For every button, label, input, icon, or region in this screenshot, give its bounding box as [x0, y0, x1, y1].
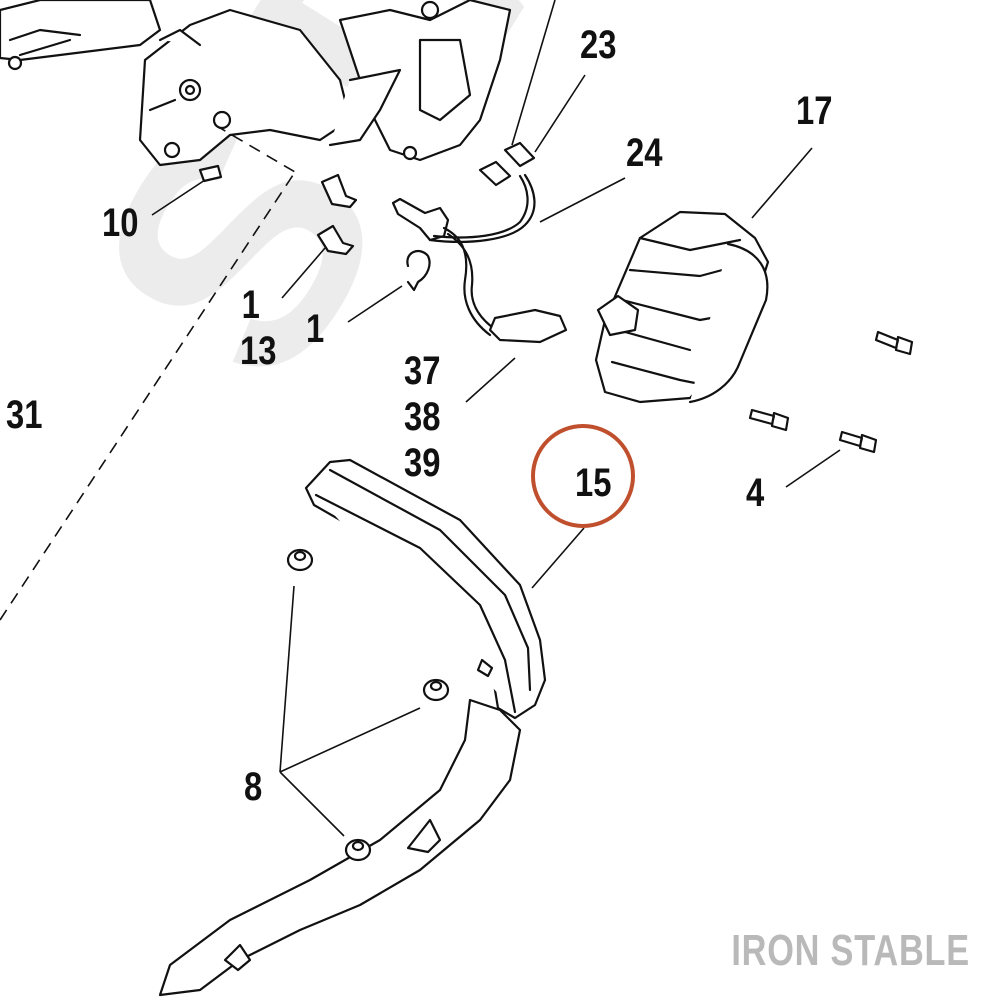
bolt-upper	[874, 330, 914, 356]
leader-lines	[151, 0, 841, 837]
callout-1-13: 1 13	[240, 282, 276, 374]
reference-line-31	[0, 171, 296, 621]
leader-23	[534, 74, 586, 153]
callout-8: 8	[244, 765, 263, 809]
lower-trim	[158, 658, 522, 997]
callout-10: 10	[102, 201, 139, 245]
highlight-ring	[531, 424, 635, 528]
callout-37-38-39: 37 38 39	[404, 348, 440, 486]
grommet-top	[286, 548, 314, 572]
leader-8-bottom	[279, 771, 345, 837]
clip-13	[316, 224, 355, 256]
headlight-assembly	[594, 210, 770, 404]
callout-1a: 1	[241, 283, 260, 327]
leader-4	[785, 449, 841, 488]
callout-23: 23	[580, 23, 617, 67]
leader-37	[465, 357, 516, 403]
callout-17: 17	[796, 89, 833, 133]
connector-23b	[503, 141, 536, 168]
leader-1	[347, 285, 403, 323]
leader-10	[151, 179, 206, 216]
side-panel-15	[304, 458, 547, 720]
callout-39: 39	[404, 441, 441, 485]
clip-1	[406, 249, 431, 292]
leader-13	[281, 247, 326, 299]
grommet-middle	[422, 678, 450, 702]
callout-4: 4	[746, 471, 765, 515]
reference-line-31-top	[214, 124, 296, 173]
leader-23-upper	[511, 0, 556, 146]
callout-37: 37	[404, 349, 441, 393]
callout-13: 13	[240, 329, 277, 373]
bolt-middle	[748, 408, 790, 432]
leader-8-middle	[279, 707, 421, 773]
pin-10	[198, 164, 223, 183]
callout-15: 15	[575, 461, 612, 505]
connector-23	[478, 160, 512, 187]
leader-8-top	[279, 585, 295, 773]
grommet-bottom	[344, 838, 372, 862]
brand-watermark: IRON STABLE	[731, 926, 970, 975]
callout-24: 24	[626, 131, 663, 175]
callout-1: 1	[306, 307, 325, 351]
leader-17	[751, 147, 813, 219]
callout-31: 31	[6, 393, 43, 437]
harness-plug	[391, 197, 450, 242]
harness-wire	[442, 226, 498, 337]
leader-24	[539, 177, 626, 223]
callout-38: 38	[404, 395, 441, 439]
harness-wire-upper	[428, 173, 536, 243]
connector-37	[488, 308, 568, 344]
frame-bracket-assembly	[0, 0, 512, 167]
clip-upper	[320, 173, 358, 209]
leader-15	[531, 527, 585, 589]
bolt-lower	[838, 430, 878, 454]
